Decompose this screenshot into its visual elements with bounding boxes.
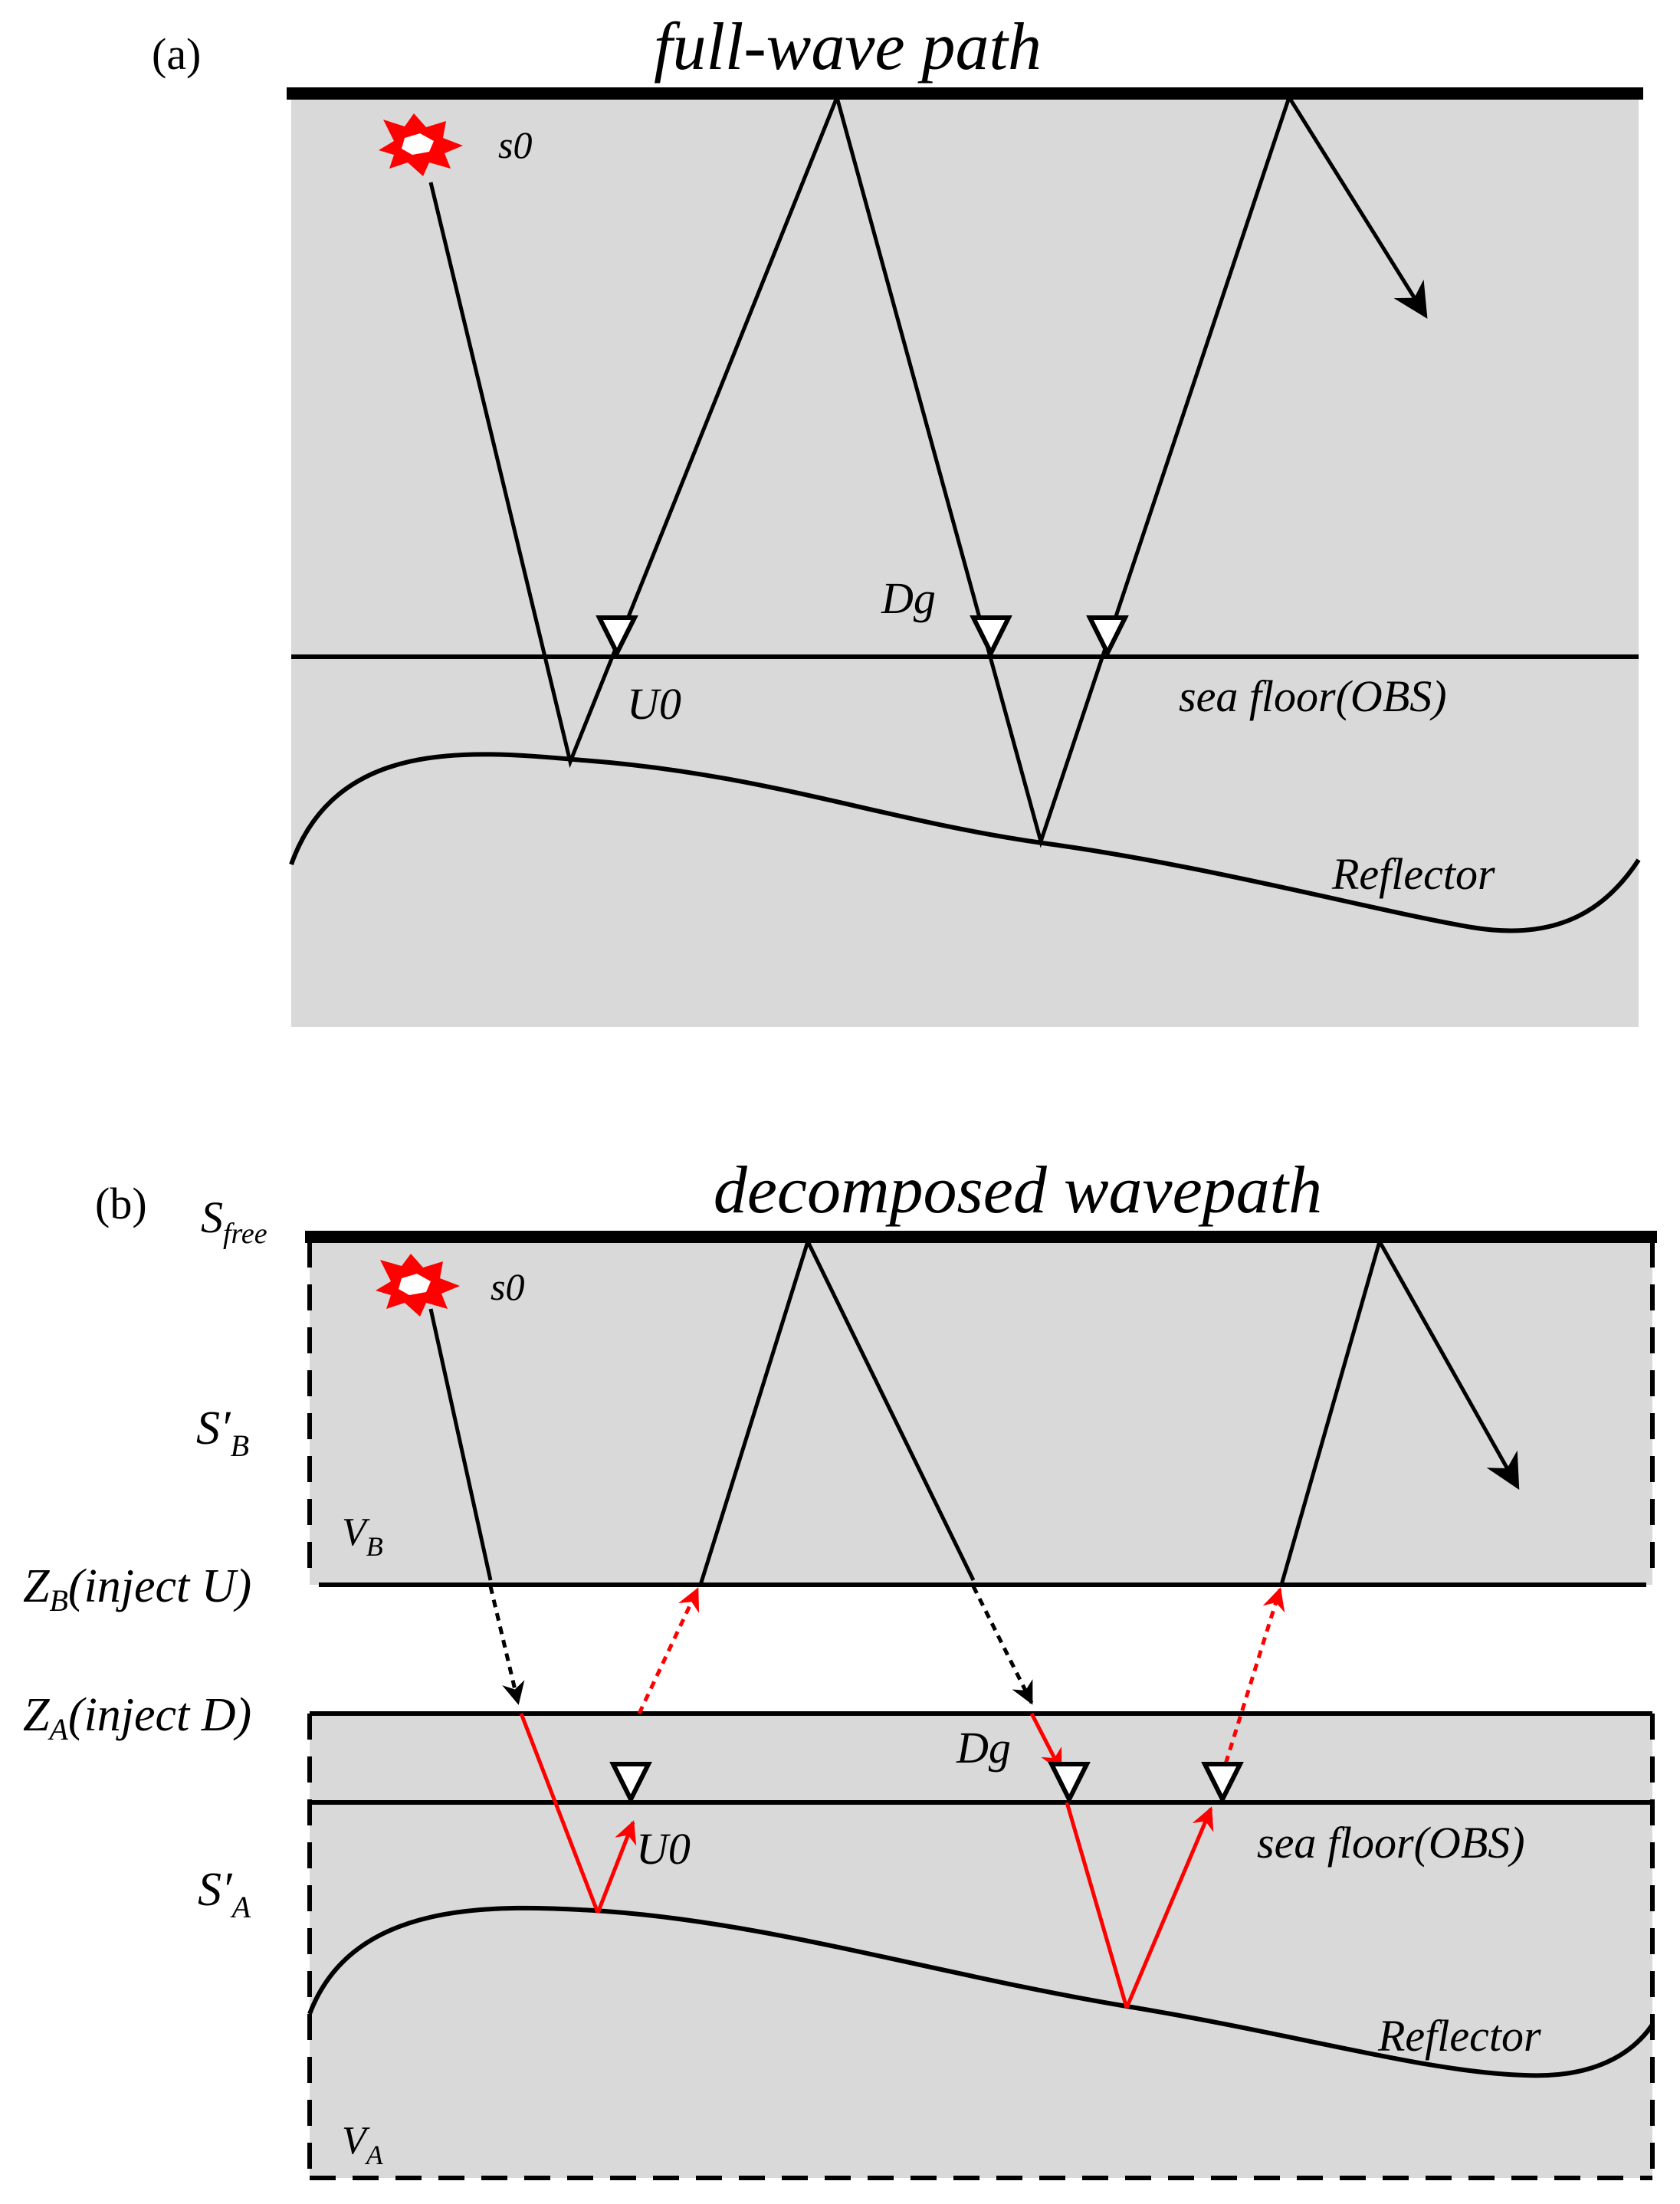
injected-u-arrow-1 bbox=[637, 1587, 700, 1715]
region-a-label: S′A bbox=[198, 1864, 251, 1924]
source-burst-core bbox=[402, 133, 434, 155]
reflector-curve-b bbox=[307, 1905, 1655, 2078]
upper-region-background bbox=[310, 1237, 1652, 1585]
panel-a-title: full-wave path bbox=[654, 10, 1042, 84]
red-ray-up-2 bbox=[1124, 1806, 1214, 2009]
panel-a-label: (a) bbox=[152, 29, 201, 79]
red-ray-dg bbox=[1029, 1712, 1063, 1773]
reflector-label-b: Reflector bbox=[1377, 2011, 1541, 2061]
source-burst-core-b bbox=[399, 1274, 431, 1295]
red-ray-up-1 bbox=[596, 1820, 637, 1914]
receiver-u0-label: U0 bbox=[627, 679, 681, 729]
reflector-curve bbox=[289, 752, 1641, 933]
ray-upper-right bbox=[1279, 1241, 1382, 1586]
receiver-triangle-3 bbox=[1086, 615, 1129, 658]
volume-a-label: VA bbox=[342, 2119, 384, 2170]
source-label-b: s0 bbox=[491, 1265, 524, 1308]
seafloor-label-b: sea floor(OBS) bbox=[1257, 1818, 1525, 1868]
region-b-label: S′B bbox=[196, 1402, 249, 1463]
receiver-dg-label: Dg bbox=[881, 573, 936, 623]
receiver-u0-triangle bbox=[596, 615, 638, 658]
red-ray-down-2 bbox=[1065, 1802, 1129, 2009]
reflector-label: Reflector bbox=[1331, 849, 1495, 899]
red-ray-down-1 bbox=[519, 1713, 600, 1914]
ray-arrow-outgoing bbox=[1287, 96, 1428, 319]
panel-b-label: (b) bbox=[95, 1179, 147, 1228]
ray-path-primary bbox=[428, 91, 1291, 848]
receiver-dg-triangle-b bbox=[1048, 1762, 1091, 1805]
free-surface-label: Sfree bbox=[201, 1192, 267, 1250]
zb-label: ZB(inject U) bbox=[23, 1560, 251, 1618]
panel-b-title: decomposed wavepath bbox=[714, 1153, 1322, 1228]
receiver-u0-triangle-b bbox=[609, 1762, 652, 1805]
receiver-triangle-3-b bbox=[1201, 1762, 1244, 1805]
source-label: s0 bbox=[498, 123, 532, 166]
injected-u-arrow-2 bbox=[1219, 1587, 1285, 1777]
za-label: ZA(inject D) bbox=[23, 1689, 251, 1746]
receiver-dg-label-b: Dg bbox=[956, 1723, 1011, 1773]
panel-a bbox=[287, 87, 1643, 1027]
panel-b bbox=[305, 1231, 1657, 2180]
ray-upper-zigzag bbox=[698, 1236, 976, 1586]
injected-d-arrow-1 bbox=[488, 1586, 525, 1705]
lower-region-background bbox=[310, 1714, 1652, 2178]
ray-down-1 bbox=[428, 1308, 493, 1581]
receiver-u0-label-b: U0 bbox=[636, 1824, 691, 1874]
injected-d-arrow-2 bbox=[971, 1585, 1034, 1705]
ray-arrow-outgoing-b bbox=[1377, 1240, 1520, 1491]
seafloor-label: sea floor(OBS) bbox=[1179, 671, 1447, 721]
volume-b-label: VB bbox=[342, 1510, 383, 1562]
receiver-dg-triangle bbox=[970, 615, 1012, 658]
